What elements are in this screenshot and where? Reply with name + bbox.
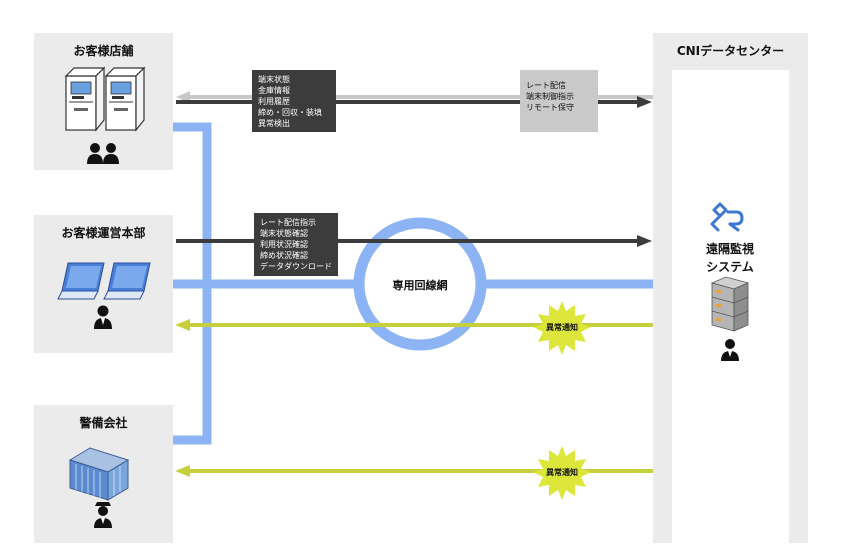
security-title: 警備会社	[79, 416, 128, 430]
store-status-line: 利用履歴	[258, 97, 290, 106]
alert-label: 異常通知	[546, 468, 578, 477]
cni-logo-icon	[710, 202, 744, 232]
person-suit-icon	[721, 339, 739, 361]
dc-command-line: レート配信	[526, 81, 566, 90]
alert-arrowhead-security	[175, 465, 190, 477]
hq-command-line: 利用状況確認	[260, 240, 308, 249]
store-status-line: 端末状態	[258, 75, 290, 84]
alert-arrowhead-hq	[175, 319, 190, 331]
alert-burst-icon	[533, 446, 591, 500]
store-status-box: 端末状態 金庫情報 利用履歴 締め・回収・装填 異常検出	[252, 70, 336, 132]
atm-icon	[104, 66, 146, 132]
atm-icon	[64, 66, 106, 132]
store-status-line: 締め・回収・装填	[258, 108, 322, 117]
system-label: 遠隔監視 システム	[680, 240, 780, 276]
person-icon	[103, 143, 119, 164]
laptop-icon	[57, 262, 105, 300]
alert-burst-icon	[533, 301, 591, 355]
hq-command-line: 端末状態確認	[260, 229, 308, 238]
dc-command-box: レート配信 端末制御指示 リモート保守	[520, 70, 598, 132]
hq-command-line: データダウンロード	[260, 262, 332, 271]
hq-command-box: レート配信指示 端末状態確認 利用状況確認 締め状況確認 データダウンロード	[254, 213, 338, 276]
dc-command-line: 端末制御指示	[526, 92, 574, 101]
hq-arrowhead	[637, 235, 652, 247]
hq-command-line: レート配信指示	[260, 218, 316, 227]
network-label: 専用回線網	[392, 279, 448, 292]
alert-label: 異常通知	[546, 323, 578, 332]
dc-to-store-arrowhead	[637, 96, 652, 108]
dc-command-line: リモート保守	[526, 103, 574, 112]
hq-command-line: 締め状況確認	[260, 251, 308, 260]
building-icon	[68, 447, 130, 501]
network-lines	[173, 122, 653, 445]
system-label-line2: システム	[706, 260, 754, 274]
person-icon	[87, 143, 103, 164]
person-suit-icon	[94, 305, 112, 329]
laptop-icon	[103, 262, 151, 300]
store-status-line: 金庫情報	[258, 86, 290, 95]
store-status-line: 異常検出	[258, 119, 290, 128]
hq-title: お客様運営本部	[61, 226, 146, 240]
datacenter-title: CNIデータセンター	[676, 44, 785, 58]
security-guard-icon	[94, 502, 112, 528]
hq-panel	[34, 215, 173, 353]
network-ring	[353, 217, 487, 351]
store-title: お客様店舗	[73, 44, 134, 58]
system-label-line1: 遠隔監視	[705, 242, 754, 256]
server-icon	[710, 276, 750, 332]
